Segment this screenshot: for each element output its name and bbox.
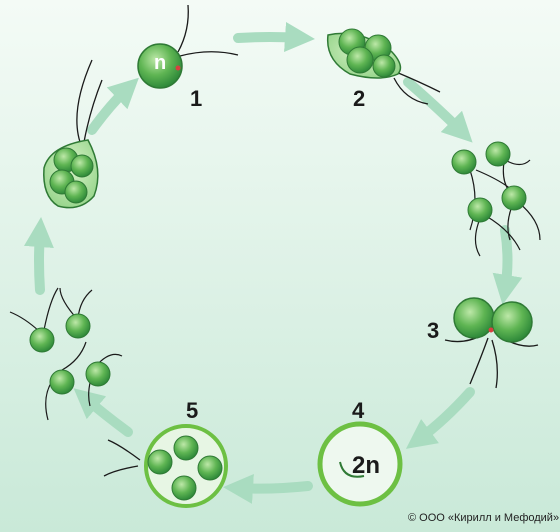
- arrow-sac-to-1: [87, 77, 139, 135]
- stage-5-number: 5: [186, 398, 199, 423]
- arrow-3-to-4: [405, 387, 475, 449]
- spore-cell: [85, 361, 111, 387]
- stage-4-ploidy-label: 2n: [352, 452, 381, 479]
- stage-3-number: 3: [427, 318, 440, 343]
- arrow-spores-up: [23, 217, 54, 295]
- stage-5-meiospores: [103, 424, 228, 508]
- stage-1-ploidy-label: n: [154, 52, 167, 74]
- stage-3-fusion: [444, 297, 539, 389]
- spore-cell: [65, 313, 91, 339]
- stage-1-number: 1: [190, 86, 203, 111]
- left-sporangium: [43, 59, 103, 209]
- released-cells-left: [9, 287, 123, 421]
- stage-1-haploid-cell: [137, 4, 239, 89]
- arrow-4-to-5: [223, 473, 313, 504]
- copyright-notice: © ООО «Кирилл и Мефодий»: [408, 512, 560, 524]
- arrow-2-to-release: [403, 77, 473, 143]
- gamete-cell: [501, 185, 527, 211]
- stage-4-number: 4: [352, 398, 365, 423]
- gamete-cell: [467, 197, 493, 223]
- spore-cell: [29, 327, 55, 353]
- gamete-cell: [485, 141, 511, 167]
- gamete-cell: [451, 149, 477, 175]
- stage-4-zygote: [317, 421, 403, 507]
- cycle-arrows: [23, 22, 523, 504]
- stage-2-number: 2: [353, 86, 366, 111]
- stage-2-sporangium: [326, 28, 441, 105]
- arrow-1-to-2: [233, 22, 315, 52]
- arrow-release-to-3: [492, 225, 523, 305]
- arrow-5-to-spores: [73, 388, 133, 437]
- spore-cell: [49, 369, 75, 395]
